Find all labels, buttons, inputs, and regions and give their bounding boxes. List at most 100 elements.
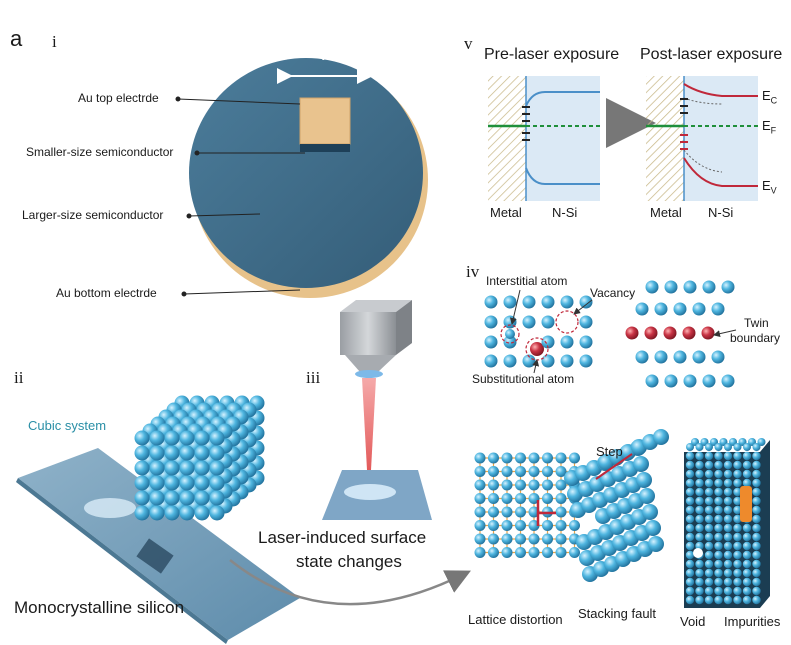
block-atom [733, 568, 742, 578]
interstitial-label: Interstitial atom [486, 274, 568, 288]
block-atom [752, 595, 761, 605]
block-atom [733, 559, 742, 569]
lattice-atom [501, 506, 513, 518]
lattice-atom [501, 547, 513, 558]
block-atom [723, 532, 733, 542]
lattice-atom [569, 452, 580, 464]
substitutional-atom [530, 342, 544, 356]
block-atom [704, 478, 714, 488]
crystal-atom [209, 445, 225, 461]
lattice-atom [541, 315, 555, 329]
lattice-atom [488, 506, 499, 518]
lattice-atom [711, 350, 725, 364]
block-atom [733, 550, 742, 560]
block-atom [723, 451, 733, 461]
panel-iii-numeral: iii [306, 368, 321, 387]
block-atom [733, 451, 742, 461]
block-atom [714, 505, 723, 515]
crystal-atom [134, 430, 150, 446]
impurities-label: Impurities [724, 614, 781, 629]
block-atom [695, 505, 704, 515]
lattice-atom [542, 547, 553, 558]
crystal-atom [149, 490, 165, 506]
step-atom [653, 429, 669, 445]
lattice-atom [555, 533, 567, 545]
lattice-distortion-grid [474, 452, 580, 558]
fault-atom [645, 520, 661, 536]
laser-caption-line2: state changes [296, 552, 402, 571]
block-atom [733, 514, 742, 524]
crystal-atom [134, 445, 150, 461]
crystal-atom [164, 445, 180, 461]
lattice-atom [474, 506, 486, 518]
block-atom [742, 469, 752, 479]
block-atom [752, 443, 761, 451]
block-atom [733, 496, 742, 506]
block-atom [733, 469, 742, 479]
twin-arrow [713, 329, 737, 338]
block-atom [742, 559, 752, 569]
block-atom [695, 568, 704, 578]
crystal-atom [194, 490, 210, 506]
block-atom [752, 577, 761, 587]
twin-label-line2: boundary [730, 331, 781, 345]
crystal-atom [149, 430, 165, 446]
lattice-atom [542, 493, 553, 504]
lattice-atom [484, 295, 498, 309]
crystal-atom [164, 430, 180, 446]
block-atom [723, 514, 733, 524]
lattice-atom [515, 493, 526, 504]
lattice-atom [484, 315, 498, 329]
crystal-atom [134, 505, 150, 521]
block-atom [723, 541, 733, 551]
stacking-fault-marks [536, 453, 633, 526]
lattice-atom [569, 520, 580, 531]
lattice-atom [654, 350, 668, 364]
block-atom [733, 523, 742, 533]
substitutional-label: Substitutional atom [472, 372, 575, 386]
lattice-atom [501, 520, 513, 531]
lattice-atom [555, 547, 567, 558]
block-atom [723, 523, 733, 533]
crystal-atom [134, 460, 150, 476]
crystal-atom [194, 475, 210, 491]
lattice-atom [515, 479, 526, 491]
block-atom [695, 469, 704, 479]
block-atom [714, 595, 723, 605]
ef-label: EF [762, 118, 777, 136]
lattice-atom [488, 547, 499, 558]
block-atom [742, 478, 752, 488]
ec-label: EC [762, 88, 778, 106]
lattice-atom [635, 302, 649, 316]
block-atom [733, 532, 742, 542]
block-atom [714, 559, 723, 569]
block-atom [723, 496, 733, 506]
block-atom [704, 451, 714, 461]
block-atom [695, 586, 704, 596]
stacking-fault-label: Stacking fault [578, 606, 657, 621]
label-bottom-electrode: Au bottom electrde [56, 286, 157, 300]
twin-atom [644, 326, 658, 340]
block-atom [742, 460, 752, 470]
block-atom [714, 532, 723, 542]
flow-arrow [229, 559, 471, 606]
block-atom [723, 469, 733, 479]
block-atom [704, 541, 714, 551]
block-atom [742, 577, 752, 587]
block-atom [714, 469, 723, 479]
block-atom [714, 514, 723, 524]
block-atom [695, 577, 704, 587]
crystal-atom [164, 505, 180, 521]
block-overlays [693, 486, 752, 558]
lattice-atom [484, 354, 498, 368]
lattice-atom [664, 280, 678, 294]
lattice-atom [645, 374, 659, 388]
lattice-atom [555, 452, 567, 464]
block-atom [685, 532, 695, 542]
vacancy-label: Vacancy [590, 286, 636, 300]
lattice-atom [515, 547, 526, 558]
panel-ii-numeral: ii [14, 368, 24, 387]
block-atom [742, 586, 752, 596]
block-atom [685, 514, 695, 524]
